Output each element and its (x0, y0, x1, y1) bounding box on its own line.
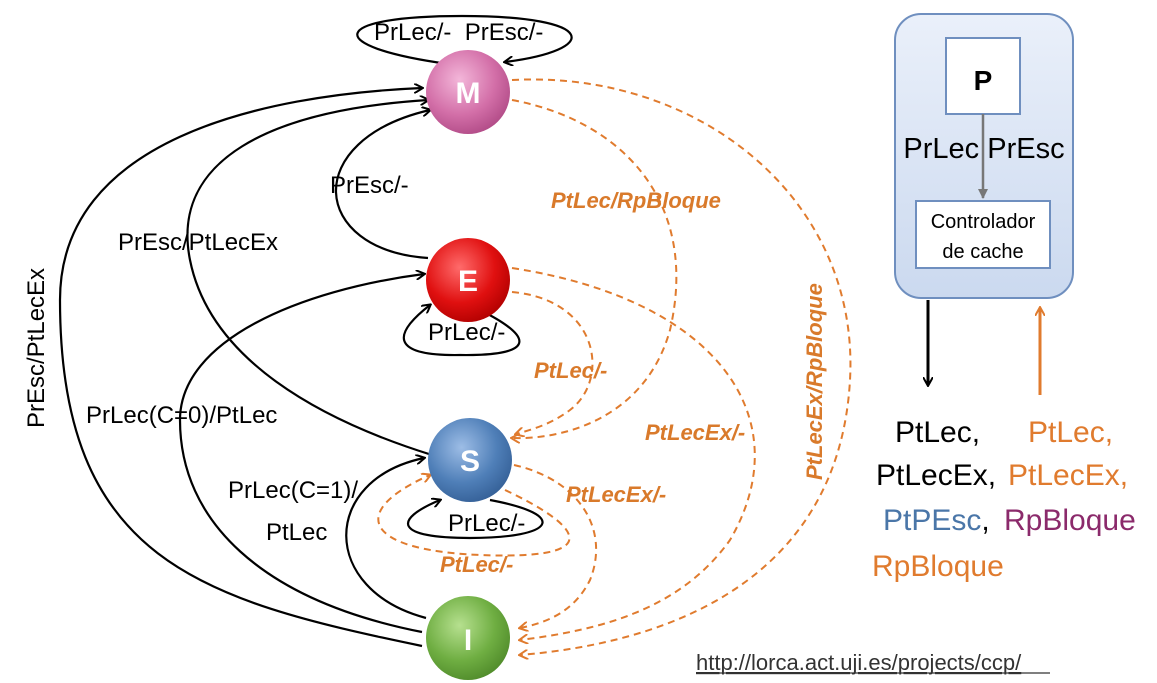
e-to-i-label: PtLecEx/- (645, 420, 745, 445)
state-e-circle (426, 238, 510, 322)
state-i: I (426, 596, 510, 680)
m-to-s-arrow (512, 99, 678, 438)
i-to-m-label: PrEsc/PtLecEx (23, 268, 50, 428)
s-self-loop-arrow (407, 500, 544, 540)
state-m-label: M (456, 77, 481, 110)
e-to-s-label: PtLec/- (534, 358, 607, 383)
s-to-m-arrow (186, 100, 433, 457)
state-i-circle (426, 596, 510, 680)
input-rpbloque: RpBloque (1004, 504, 1136, 537)
controller-label-line1: Controlador (931, 211, 1036, 233)
bus-transitions (377, 78, 852, 655)
project-url-link[interactable]: http://lorca.act.uji.es/projects/ccp/ (696, 650, 1050, 675)
s-to-m-label: PrEsc/PtLecEx (118, 229, 278, 256)
processor-signals-label: PrLec PrEsc (903, 133, 1064, 165)
output-rpbloque: RpBloque (872, 550, 1004, 583)
e-to-m-arrow (334, 110, 430, 260)
state-m-circle (426, 50, 510, 134)
i-loop-label: PtLec/- (440, 552, 513, 577)
output-ptlec: PtLec, (895, 416, 980, 449)
input-ptlec: PtLec, (1028, 416, 1113, 449)
i-to-s-label-line2: PtLec (266, 519, 327, 546)
e-to-s-arrow (511, 291, 594, 434)
state-e: E (426, 238, 510, 322)
state-s-circle (428, 418, 512, 502)
controller-label-line2: de cache (942, 241, 1023, 263)
processor-box (945, 37, 1021, 115)
output-comma: , (981, 504, 989, 537)
e-self-loop-arrow (402, 305, 521, 357)
e-loop-label: PrLec/- (428, 319, 505, 346)
input-ptlecex: PtLecEx, (1008, 459, 1128, 492)
s-to-i-arrow (513, 464, 598, 628)
state-i-label: I (464, 624, 472, 657)
m-to-s-label: PtLec/RpBloque (551, 188, 721, 213)
processor-transitions (58, 14, 573, 648)
e-to-m-label: PrEsc/- (330, 172, 409, 199)
m-to-i-arrow (511, 78, 852, 655)
m-loop-label: PrLec/- PrEsc/- (374, 19, 543, 46)
output-ptlecex: PtLecEx, (876, 459, 996, 492)
processor-label: P (974, 65, 993, 96)
m-to-i-label: PtLecEx/RpBloque (802, 283, 827, 480)
i-to-e-label: PrLec(C=0)/PtLec (86, 402, 277, 429)
i-to-m-arrow (58, 88, 422, 648)
state-s: S (428, 418, 512, 502)
s-ptlec-loop-arrow (377, 475, 571, 557)
cache-controller-box: P PrLec PrEsc Controlador de cache (894, 13, 1074, 299)
state-s-label: S (460, 445, 480, 478)
i-to-s-arrow (345, 458, 426, 620)
output-ptpesc-line: PtPEsc, (883, 504, 990, 537)
project-url-text[interactable]: http://lorca.act.uji.es/projects/ccp/ (696, 650, 1022, 675)
output-ptpesc: PtPEsc (883, 504, 981, 537)
i-to-s-label-line1: PrLec(C=1)/ (228, 477, 358, 504)
state-m: M (426, 50, 510, 134)
e-to-i-arrow (511, 267, 756, 640)
s-to-i-label: PtLecEx/- (566, 482, 666, 507)
s-loop-label: PrLec/- (448, 510, 525, 537)
i-to-e-arrow (178, 274, 424, 634)
state-e-label: E (458, 265, 478, 298)
controller-box (915, 200, 1051, 269)
m-self-loop-arrow (356, 14, 573, 64)
